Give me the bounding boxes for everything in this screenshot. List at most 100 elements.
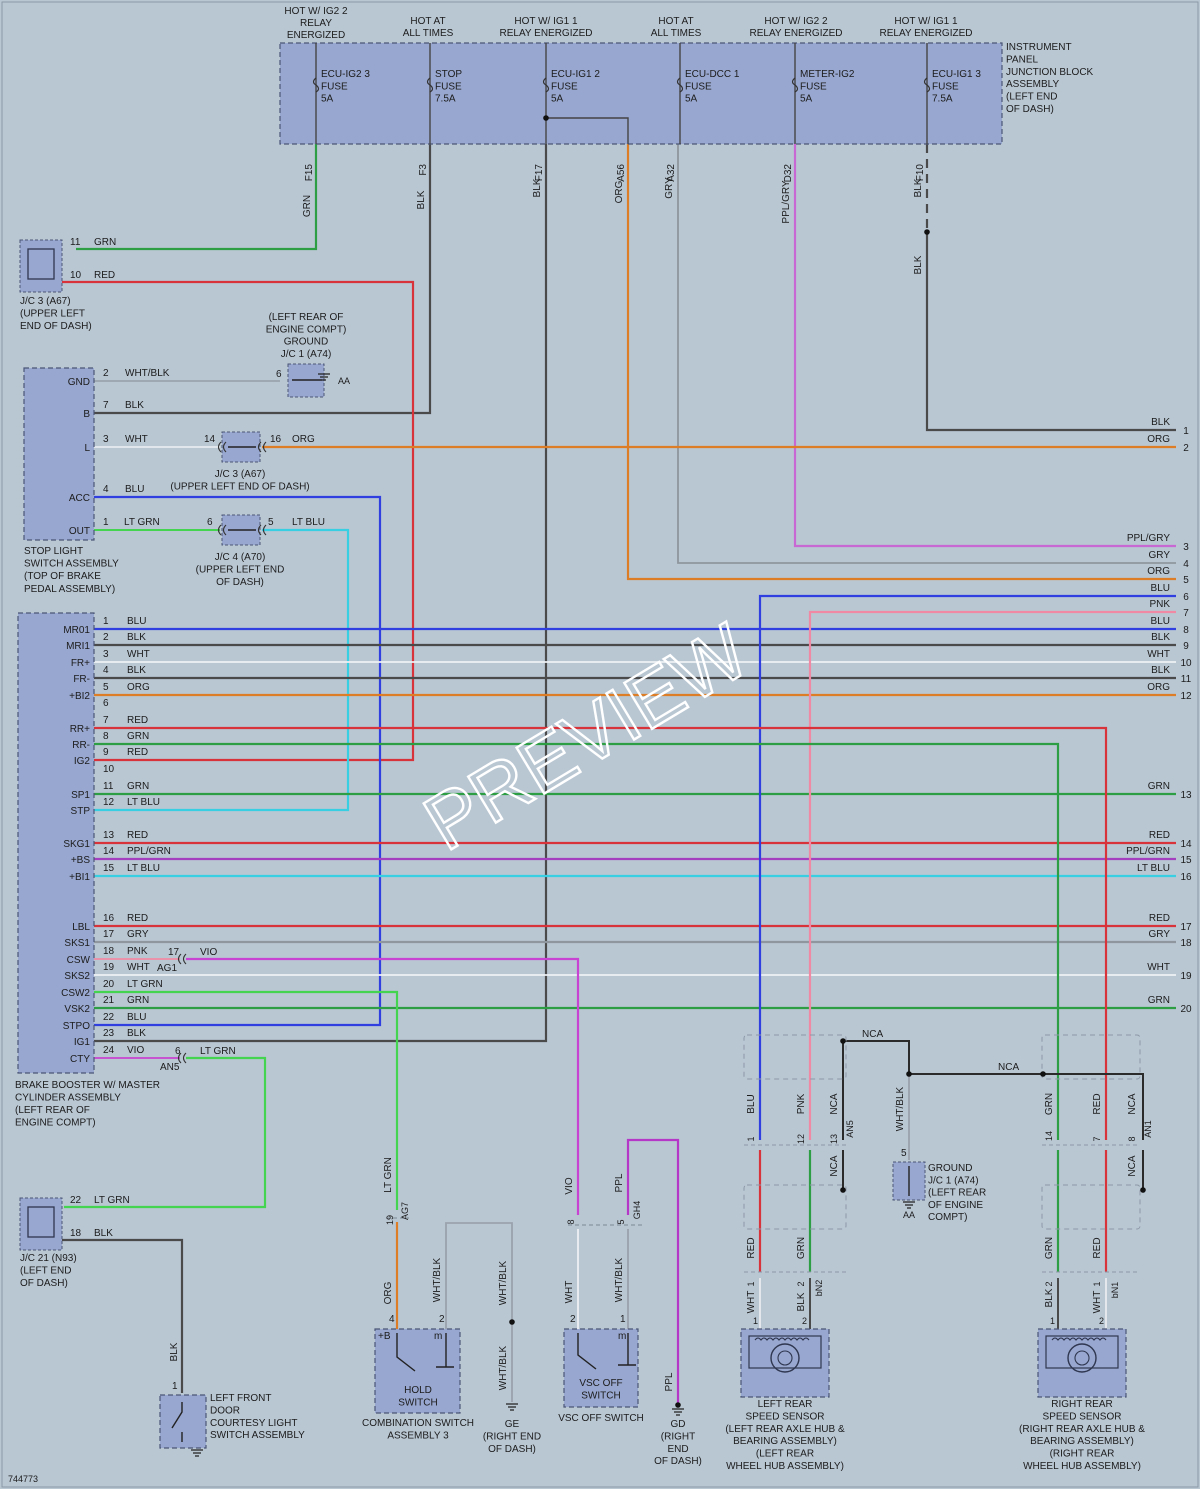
fuse-4-label: ECU-DCC 1: [685, 69, 740, 80]
wire-color-f3: BLK: [416, 190, 427, 209]
combo-switch-title: COMBINATION SWITCH: [362, 1418, 474, 1429]
edge-terminal-11: 11: [1181, 674, 1192, 685]
left-sensor-color-grn: GRN: [796, 1237, 807, 1259]
gd-ground-label: OF DASH): [654, 1456, 702, 1467]
wire-color-f17: BLK: [532, 178, 543, 197]
right-sensor-pin-lower-1: 1: [1092, 1281, 1102, 1286]
power-header-2: ALL TIMES: [403, 28, 454, 39]
edge-terminal-1: 1: [1183, 426, 1189, 437]
booster-pin-stp: STP: [71, 806, 91, 817]
booster-pin-sks1: SKS1: [64, 938, 90, 949]
jc4-pin-5: 5: [268, 517, 274, 528]
jc21-label: J/C 21 (N93): [20, 1253, 77, 1264]
ground-a74-top-label: J/C 1 (A74): [281, 349, 332, 360]
nca-label-left: NCA: [862, 1029, 883, 1040]
booster-color-13: RED: [127, 830, 148, 841]
ge-ground-label: GE: [505, 1419, 520, 1430]
terminal-F3: F3: [418, 164, 429, 176]
gh4-pin-5: 5: [616, 1219, 626, 1224]
booster-num-11: 11: [103, 781, 114, 792]
jc21-color-ltgrn: LT GRN: [94, 1195, 130, 1206]
wire-right-sensor-grn: [92, 742, 1060, 1140]
edge-terminal-17: 17: [1180, 922, 1192, 933]
wire-color-f10-lower: BLK: [913, 255, 924, 274]
stop-light-label: PEDAL ASSEMBLY): [24, 584, 115, 595]
left-nca-end: [840, 1187, 846, 1193]
ge-ground: [506, 1403, 518, 1411]
ground-a74-symbol: [318, 373, 330, 381]
ground-a74-top-label: (LEFT REAR OF: [269, 312, 344, 323]
booster-num-18: 18: [103, 946, 115, 957]
fuse-2-label: 7.5A: [435, 94, 456, 105]
left-rear-speed-sensor-coil: [754, 1337, 810, 1341]
edge-terminal-14: 14: [1180, 839, 1192, 850]
stop-light-num-1: 1: [103, 517, 109, 528]
door-switch-label: COURTESY LIGHT: [210, 1418, 297, 1429]
ag7-pin: 19: [385, 1215, 395, 1225]
right-sensor-connector-lower: [1041, 1184, 1141, 1230]
right-rear-speed-sensor-coil: [1051, 1337, 1107, 1341]
stop-light-color-4: BLU: [125, 484, 144, 495]
edge-color-9: BLK: [1151, 632, 1170, 643]
booster-num-3: 3: [103, 649, 109, 660]
booster-num-20: 20: [103, 979, 115, 990]
hold-switch-label: HOLD: [404, 1385, 432, 1396]
door-switch-ground: [191, 1449, 203, 1457]
nca-right-splice: [1040, 1071, 1046, 1077]
jc4-label: J/C 4 (A70): [215, 552, 266, 563]
left-sensor-pin-lower-1: 1: [746, 1281, 756, 1286]
jc3-top-box: [19, 239, 63, 293]
booster-num-19: 19: [103, 962, 115, 973]
edge-color-4: GRY: [1149, 550, 1171, 561]
booster-num-8: 8: [103, 731, 109, 742]
jc3-top-label: J/C 3 (A67): [20, 296, 71, 307]
ground-mid-label: OF ENGINE: [928, 1200, 983, 1211]
ground-mid-id: AA: [903, 1210, 915, 1220]
jc3-top-label: (UPPER LEFT: [20, 309, 85, 320]
right-rear-speed-sensor-label: BEARING ASSEMBLY): [1030, 1436, 1134, 1447]
power-header-5: RELAY ENERGIZED: [750, 28, 843, 39]
right-sensor-head-pin-1: 1: [1050, 1316, 1055, 1326]
left-rear-speed-sensor-label: WHEEL HUB ASSEMBLY): [726, 1461, 844, 1472]
wire-nca-left: [842, 1040, 910, 1080]
brake-booster-assembly: [17, 612, 95, 1074]
right-rear-speed-sensor: [1037, 1328, 1127, 1398]
edge-terminal-15: 15: [1180, 855, 1192, 866]
internal-bridge: [546, 117, 629, 144]
hold-switch-label: SWITCH: [398, 1397, 437, 1408]
booster-pin-skg1: SKG1: [63, 839, 90, 850]
left-rear-speed-sensor-label: SPEED SENSOR: [746, 1411, 825, 1422]
junction-block-label: OF DASH): [1006, 104, 1054, 115]
booster-color-21: GRN: [127, 995, 149, 1006]
hold-pin-4: 4: [389, 1314, 395, 1325]
booster-color-16: RED: [127, 913, 148, 924]
power-header-5: HOT W/ IG2 2: [764, 16, 828, 27]
fuse-4-symbol: [676, 77, 684, 93]
vsc-switch-title: VSC OFF SWITCH: [558, 1413, 644, 1424]
booster-color-1: BLU: [127, 616, 146, 627]
stop-light-color-2: BLK: [125, 400, 144, 411]
left-sensor-color-blu: BLU: [746, 1094, 757, 1113]
jc21-box: [19, 1197, 63, 1251]
jc3-top-label: END OF DASH): [20, 321, 92, 332]
gh4-pin-8: 8: [566, 1219, 576, 1224]
right-sensor-color-wht: WHT: [1092, 1291, 1103, 1314]
jc21-pin-22: 22: [70, 1195, 82, 1206]
edge-color-10: WHT: [1147, 649, 1170, 660]
power-header-4: ALL TIMES: [651, 28, 702, 39]
left-rear-speed-sensor-label: (LEFT REAR AXLE HUB &: [725, 1424, 845, 1435]
booster-pin-mr01: MR01: [63, 625, 90, 636]
fuse-4-label: 5A: [685, 94, 698, 105]
right-rear-speed-sensor-label: RIGHT REAR: [1051, 1399, 1113, 1410]
right-sensor-pin-lower-2: 2: [1044, 1281, 1054, 1286]
brake-booster-label: (LEFT REAR OF: [15, 1105, 90, 1116]
fuse-6-label: FUSE: [932, 81, 959, 92]
jc4-break-right: [257, 524, 267, 536]
jc21-inner: [27, 1206, 55, 1238]
booster-pin-csw2: CSW2: [61, 988, 90, 999]
power-header-6: HOT W/ IG1 1: [894, 16, 958, 27]
booster-num-6: 6: [103, 698, 109, 709]
booster-num-22: 22: [103, 1012, 115, 1023]
